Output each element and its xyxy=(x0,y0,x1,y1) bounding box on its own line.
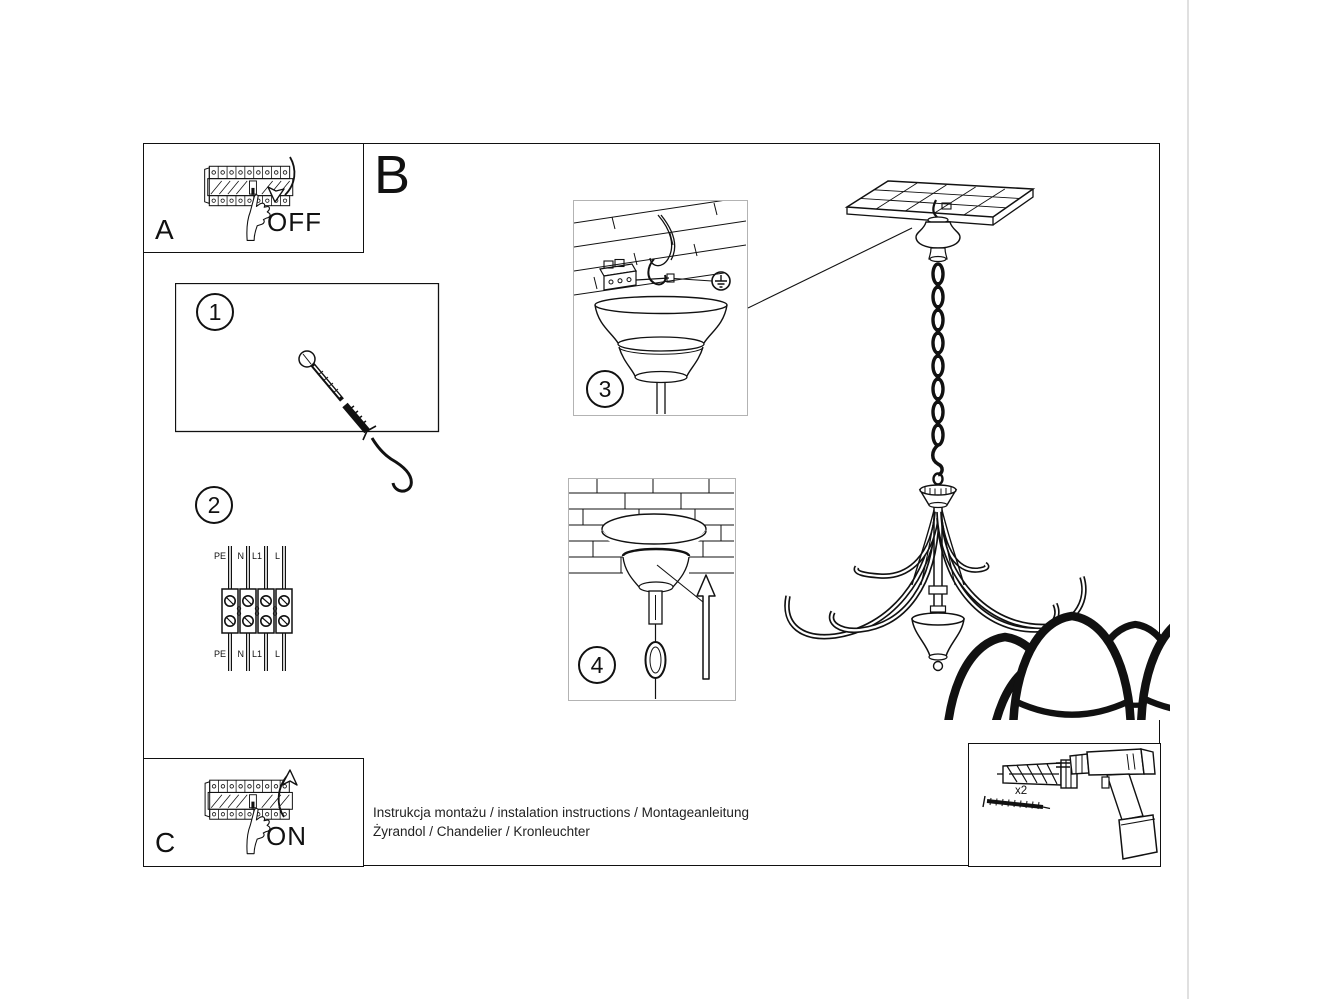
callout-line xyxy=(747,227,913,309)
panel-c: C ON xyxy=(143,758,364,867)
wire-label-n-bottom: N xyxy=(238,649,245,659)
step3-badge: 3 xyxy=(586,370,624,408)
curved-arrow-down-icon xyxy=(284,156,296,196)
step4-badge: 4 xyxy=(578,646,616,684)
ceiling-panel xyxy=(844,180,1036,226)
terminal-block-wiring: PE N L1 L xyxy=(214,546,293,671)
wire-label-pe-bottom: PE xyxy=(214,649,226,659)
step1-illustration xyxy=(175,283,440,493)
wire-label-l-bottom: L xyxy=(275,649,280,659)
wall-plug-icon xyxy=(997,759,1078,789)
terminal-block-icon xyxy=(599,258,675,291)
center-column xyxy=(911,484,965,672)
wire-label-pe-top: PE xyxy=(214,551,226,561)
wire-label-l1-bottom: L1 xyxy=(252,649,262,659)
ceiling-mount-illustration xyxy=(574,201,746,414)
canopy-dome xyxy=(601,513,707,593)
page-edge-line xyxy=(1187,0,1189,999)
canopy-bell-small xyxy=(915,216,961,263)
pointer-line xyxy=(656,564,704,603)
breaker-off-illustration xyxy=(204,156,296,242)
canopy-lift-illustration xyxy=(569,479,734,699)
wire-label-n-top: N xyxy=(238,551,245,561)
panel-a-label: A xyxy=(155,214,174,245)
panel-b-label: B xyxy=(374,145,411,205)
step2-badge: 2 xyxy=(195,486,233,524)
threaded-tube-and-chain-link xyxy=(644,590,667,699)
quantity-label: x2 xyxy=(1015,785,1027,797)
caption-line-1: Instrukcja montażu / instalation instruc… xyxy=(373,805,749,820)
ceiling-hook-anchor-icon xyxy=(298,350,413,493)
panel-c-label: C xyxy=(155,827,176,858)
ceiling-hook xyxy=(647,258,667,286)
supply-cable xyxy=(649,214,676,267)
wire-label-l-top: L xyxy=(275,551,280,561)
wires-bottom xyxy=(228,633,286,671)
chain xyxy=(931,262,945,486)
canopy-bell xyxy=(594,295,728,414)
breaker-on-illustration xyxy=(204,769,298,855)
panel-c-action-on: ON xyxy=(266,821,307,851)
arrow-up-icon xyxy=(696,574,716,680)
hardware-illustration: x2 xyxy=(982,748,1158,860)
terminal-block-icon xyxy=(221,588,293,634)
wires-top xyxy=(228,546,286,589)
screw-icon xyxy=(982,795,1051,810)
step1-badge: 1 xyxy=(196,293,234,331)
earth-symbol-icon xyxy=(673,271,731,291)
drill-icon xyxy=(1056,748,1158,860)
panel-a: A OFF xyxy=(143,143,364,253)
panel-a-action-off: OFF xyxy=(267,207,322,237)
wire-label-l1-top: L1 xyxy=(252,551,262,561)
caption-line-2: Żyrandol / Chandelier / Kronleuchter xyxy=(373,823,590,839)
caption: Instrukcja montażu / instalation instruc… xyxy=(373,804,749,841)
hardware-box: x2 xyxy=(968,743,1161,867)
chandelier-illustration xyxy=(747,180,1170,720)
